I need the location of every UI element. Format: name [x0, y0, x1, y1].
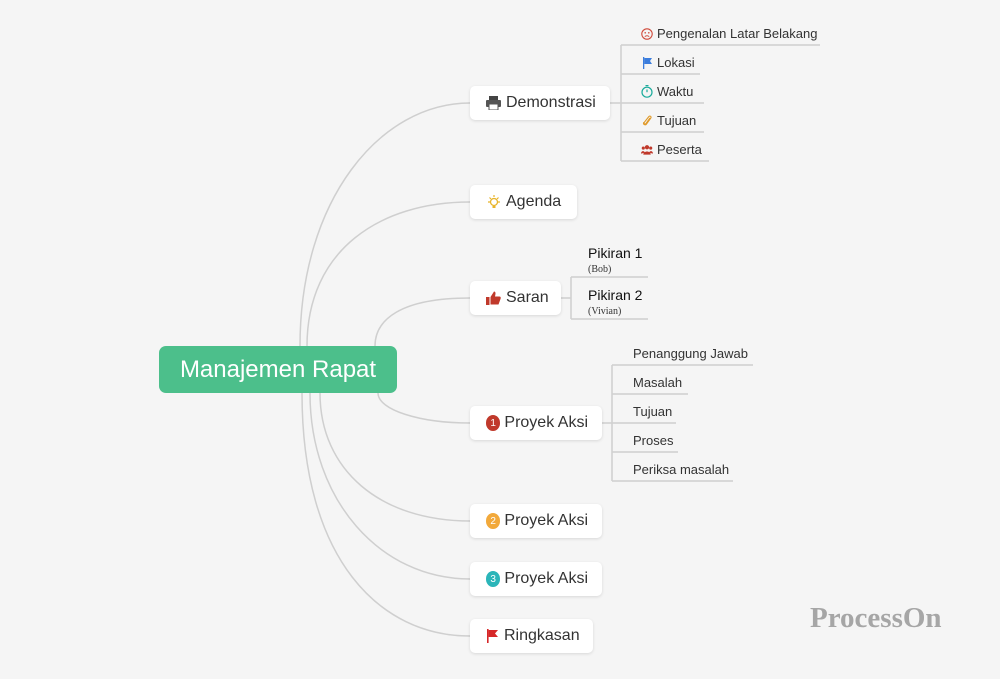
demo-item-tujuan[interactable]: Tujuan — [641, 113, 696, 128]
branch-saran[interactable]: Saran — [470, 281, 561, 315]
branch-demonstrasi[interactable]: Demonstrasi — [470, 86, 610, 120]
red-flag-icon — [486, 629, 499, 644]
thumbs-up-icon — [486, 291, 501, 306]
printer-icon — [486, 96, 501, 111]
branch-proyek-aksi-3[interactable]: 3 Proyek Aksi — [470, 562, 602, 596]
proyek-item-periksa-masalah[interactable]: Periksa masalah — [633, 462, 730, 477]
connector-proyek-1 — [377, 392, 471, 424]
connector-proyek-2 — [319, 392, 471, 522]
stopwatch-icon — [641, 85, 653, 98]
connector-demonstrasi — [299, 102, 471, 347]
connector-proyek-items — [602, 364, 753, 482]
branch-label: Agenda — [506, 193, 562, 210]
demo-item-label: Pengenalan Latar Belakang — [657, 26, 818, 41]
connector-saran — [374, 297, 471, 347]
branch-label: Proyek Aksi — [504, 512, 588, 529]
connector-proyek-3 — [309, 392, 471, 580]
connector-saran-items — [561, 276, 648, 320]
proyek-item-penanggung-jawab[interactable]: Penanggung Jawab — [633, 346, 748, 361]
branch-agenda[interactable]: Agenda — [470, 185, 577, 219]
blue-flag-icon — [641, 56, 653, 69]
branch-ringkasan[interactable]: Ringkasan — [470, 619, 593, 653]
branch-proyek-aksi-2[interactable]: 2 Proyek Aksi — [470, 504, 602, 538]
thought-title: Pikiran 1 — [588, 245, 643, 261]
processon-watermark: ProcessOn — [810, 602, 942, 634]
demo-item-waktu[interactable]: Waktu — [641, 84, 693, 99]
proyek-item-proses[interactable]: Proses — [633, 433, 674, 448]
proyek-item-tujuan[interactable]: Tujuan — [633, 404, 673, 419]
connector-ringkasan — [301, 392, 471, 637]
sad-face-icon — [641, 27, 653, 40]
branch-label: Proyek Aksi — [504, 414, 588, 431]
saran-item-pikiran-2[interactable]: Pikiran 2 (Vivian) — [588, 287, 642, 317]
central-topic[interactable]: Manajemen Rapat — [159, 346, 397, 393]
demo-item-pengenalan[interactable]: Pengenalan Latar Belakang — [641, 26, 817, 41]
priority-1-icon: 1 — [486, 415, 501, 431]
people-icon — [641, 144, 653, 156]
connector-demo-items — [610, 44, 820, 162]
demo-item-label: Tujuan — [657, 113, 697, 128]
demo-item-label: Peserta — [657, 142, 702, 157]
priority-2-icon: 2 — [486, 513, 501, 529]
demo-item-label: Waktu — [657, 84, 694, 99]
paperclip-icon — [641, 115, 653, 127]
demo-item-lokasi[interactable]: Lokasi — [641, 55, 695, 70]
branch-label: Proyek Aksi — [504, 570, 588, 587]
demo-item-peserta[interactable]: Peserta — [641, 142, 702, 157]
branch-label: Demonstrasi — [506, 94, 596, 111]
connector-agenda — [306, 201, 471, 347]
lightbulb-icon — [486, 194, 501, 210]
priority-3-icon: 3 — [486, 571, 501, 587]
branch-label: Ringkasan — [504, 627, 580, 644]
demo-item-label: Lokasi — [657, 55, 695, 70]
thought-author: (Vivian) — [588, 306, 622, 317]
thought-title: Pikiran 2 — [588, 287, 643, 303]
proyek-item-masalah[interactable]: Masalah — [633, 375, 683, 390]
thought-author: (Bob) — [588, 264, 612, 275]
branch-label: Saran — [506, 289, 549, 306]
branch-proyek-aksi-1[interactable]: 1 Proyek Aksi — [470, 406, 602, 440]
saran-item-pikiran-1[interactable]: Pikiran 1 (Bob) — [588, 245, 642, 275]
